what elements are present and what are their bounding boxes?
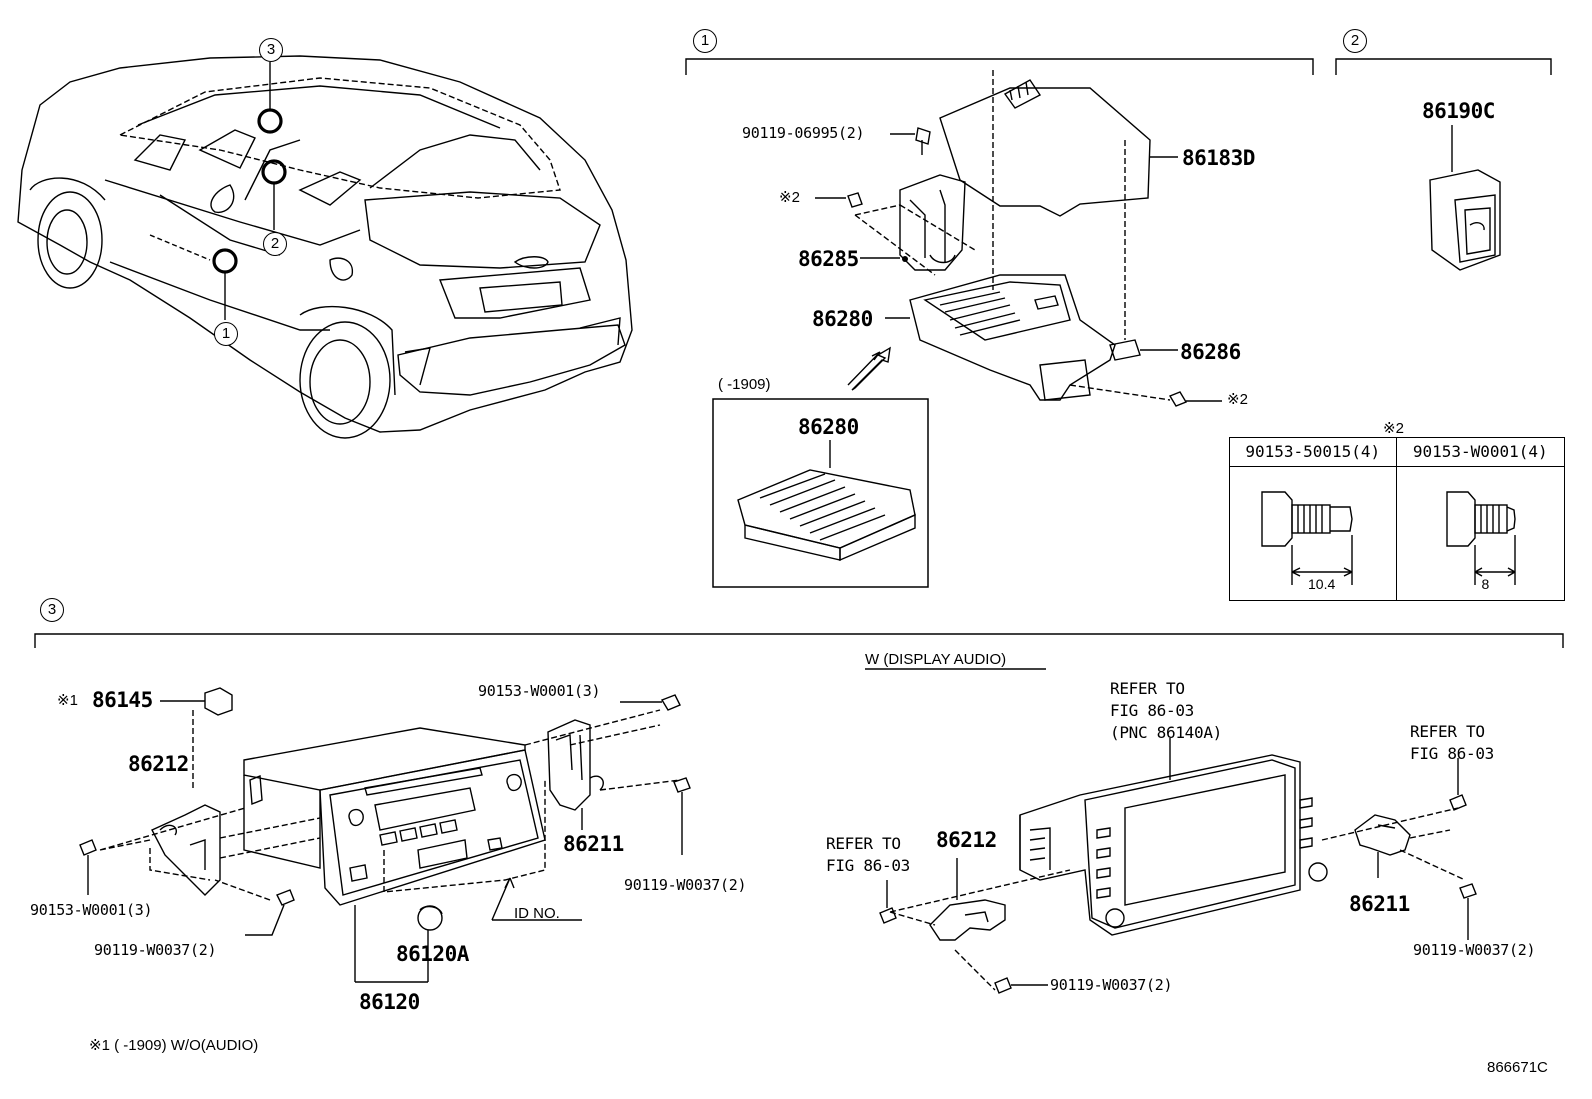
label-86183d: 86183D bbox=[1182, 146, 1255, 170]
part-86212-left-bracket bbox=[99, 710, 321, 901]
footnote: ※1 ( -1909) W/O(AUDIO) bbox=[89, 1037, 259, 1054]
part-86145-clip bbox=[160, 687, 233, 716]
label-refer-center-1: REFER TO bbox=[1110, 679, 1185, 698]
vehicle-callout-2: 2 bbox=[263, 232, 287, 256]
bolt-2-part: 90153-W0001(4) bbox=[1396, 438, 1564, 467]
label-inset-86280: 86280 bbox=[798, 415, 859, 439]
bolt-spec-table: 90153-50015(4) 10.4 90153-W0001(4) 8 bbox=[1229, 437, 1565, 601]
label-refer-center-2: FIG 86-03 bbox=[1110, 701, 1194, 720]
label-86285: 86285 bbox=[798, 247, 859, 271]
bolt-drawings bbox=[1261, 491, 1516, 585]
figure-id: 866671C bbox=[1487, 1059, 1548, 1076]
label-86280: 86280 bbox=[812, 307, 873, 331]
label-mark2-right: ※2 bbox=[1227, 391, 1248, 408]
part-86190c-switch bbox=[1429, 125, 1501, 271]
label-refer-left-1: REFER TO bbox=[826, 834, 901, 853]
part-86183d-cover bbox=[939, 70, 1178, 340]
label-screw-90119-bottom-right: 90119-W0037(2) bbox=[1413, 941, 1536, 959]
label-86212-left: 86212 bbox=[128, 752, 189, 776]
label-mark2-left: ※2 bbox=[779, 189, 800, 206]
label-w-display-audio: W (DISPLAY AUDIO) bbox=[865, 651, 1007, 668]
section-3-left-screws bbox=[79, 694, 691, 936]
label-86120: 86120 bbox=[359, 990, 420, 1014]
section-3-right-screws bbox=[879, 758, 1477, 994]
stereo-head-unit-86120 bbox=[243, 727, 582, 983]
label-refer-left-2: FIG 86-03 bbox=[826, 856, 910, 875]
section-2-bracket bbox=[1335, 58, 1552, 75]
callout-3: 3 bbox=[40, 598, 64, 622]
label-86211-right: 86211 bbox=[1349, 892, 1410, 916]
label-screw-90119-06995: 90119-06995(2) bbox=[742, 124, 865, 142]
label-86120a: 86120A bbox=[396, 942, 469, 966]
label-screw-90119-bottom-center: 90119-W0037(2) bbox=[1050, 976, 1173, 994]
part-86280-amplifier bbox=[847, 274, 1178, 401]
bolt-1-part: 90153-50015(4) bbox=[1230, 438, 1396, 467]
section-3-bracket bbox=[34, 633, 1564, 670]
label-refer-right-2: FIG 86-03 bbox=[1410, 744, 1494, 763]
label-mark1: ※1 bbox=[57, 692, 78, 709]
label-refer-center-3: (PNC 86140A) bbox=[1110, 723, 1222, 742]
label-id-no: ID NO. bbox=[514, 905, 560, 922]
label-86145: 86145 bbox=[92, 688, 153, 712]
inset-86280-box bbox=[712, 398, 929, 588]
vehicle-callout-1: 1 bbox=[214, 322, 238, 346]
part-86211-right-bracket bbox=[1321, 807, 1466, 881]
label-screw-90153-left: 90153-W0001(3) bbox=[30, 901, 153, 919]
display-audio-unit bbox=[1019, 738, 1328, 936]
callout-1: 1 bbox=[693, 29, 717, 53]
bolt-column-1: 90153-50015(4) 10.4 bbox=[1230, 438, 1397, 600]
part-86285-bracket bbox=[854, 174, 976, 276]
bolt-2-dimension: 8 bbox=[1481, 576, 1490, 592]
label-screw-90119-right: 90119-W0037(2) bbox=[624, 876, 747, 894]
label-screw-90119-bottom-left: 90119-W0037(2) bbox=[94, 941, 217, 959]
label-86212-right: 86212 bbox=[936, 828, 997, 852]
part-86211-left-bracket bbox=[524, 709, 681, 830]
vehicle-callout-3: 3 bbox=[259, 38, 283, 62]
callout-2: 2 bbox=[1343, 29, 1367, 53]
section-1-bracket bbox=[685, 58, 1314, 75]
label-86211-left: 86211 bbox=[563, 832, 624, 856]
vehicle-illustration bbox=[17, 55, 633, 439]
label-86286: 86286 bbox=[1180, 340, 1241, 364]
bolt-column-2: 90153-W0001(4) 8 bbox=[1396, 438, 1564, 600]
label-refer-right-1: REFER TO bbox=[1410, 722, 1485, 741]
label-variant-1909: ( -1909) bbox=[718, 376, 771, 393]
label-table-mark2: ※2 bbox=[1383, 420, 1404, 437]
part-86212-right-bracket bbox=[889, 858, 1071, 991]
section-1-screws bbox=[815, 127, 1222, 407]
label-screw-90153-top: 90153-W0001(3) bbox=[478, 682, 601, 700]
bolt-1-dimension: 10.4 bbox=[1308, 576, 1336, 592]
label-86190c: 86190C bbox=[1422, 99, 1495, 123]
